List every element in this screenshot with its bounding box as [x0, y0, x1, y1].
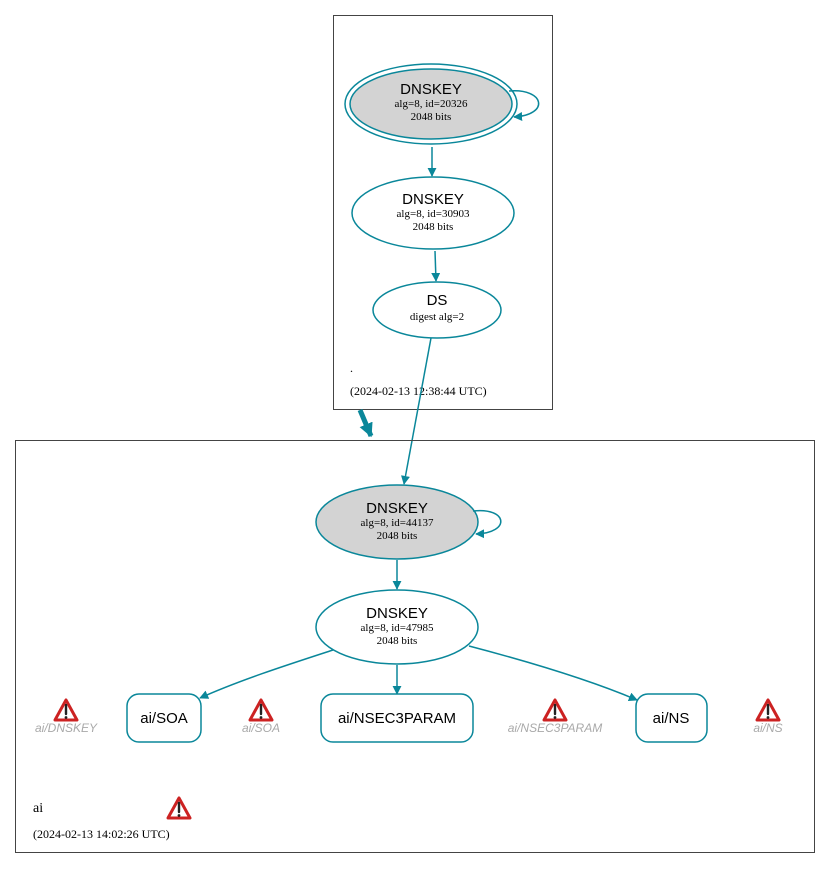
edge-zsk-soa — [199, 649, 334, 699]
missing-soa-label: ai/SOA — [242, 721, 280, 735]
ai-ksk-title: DNSKEY — [366, 500, 428, 517]
root-ksk-node[interactable]: DNSKEY alg=8, id=20326 2048 bits — [344, 63, 518, 145]
ai-ksk-node[interactable]: DNSKEY alg=8, id=44137 2048 bits — [315, 484, 479, 560]
ai-zsk-title: DNSKEY — [366, 605, 428, 622]
root-zsk-bits: 2048 bits — [413, 221, 454, 233]
rrset-nsec3param-label: ai/NSEC3PARAM — [338, 710, 456, 727]
missing-nsec3param-warning[interactable]: ai/NSEC3PARAM — [508, 698, 602, 735]
ai-zsk-bits: 2048 bits — [377, 635, 418, 647]
ai-zone-timestamp: (2024-02-13 14:02:26 UTC) — [33, 827, 170, 841]
ai-zsk-alg: alg=8, id=47985 — [361, 622, 434, 634]
rrset-nsec3param-node[interactable]: ai/NSEC3PARAM — [320, 693, 474, 743]
zone-warning-icon[interactable] — [166, 796, 192, 820]
ds-digest: digest alg=2 — [410, 311, 464, 323]
ai-zone-box — [15, 440, 815, 853]
warning-icon — [248, 698, 274, 722]
ai-ksk-self-edge — [472, 509, 502, 539]
missing-dnskey-warning[interactable]: ai/DNSKEY — [35, 698, 98, 735]
warning-icon — [755, 698, 781, 722]
ai-zsk-node[interactable]: DNSKEY alg=8, id=47985 2048 bits — [315, 589, 479, 665]
root-zone-box — [333, 15, 553, 410]
missing-ns-warning[interactable]: ai/NS — [753, 698, 783, 735]
edge-zsk-ns — [468, 645, 638, 701]
root-ksk-bits: 2048 bits — [411, 111, 452, 123]
ds-title: DS — [427, 292, 448, 309]
root-ksk-self-edge — [508, 90, 540, 122]
missing-soa-warning[interactable]: ai/SOA — [242, 698, 280, 735]
root-zsk-node[interactable]: DNSKEY alg=8, id=30903 2048 bits — [351, 176, 515, 250]
missing-dnskey-label: ai/DNSKEY — [35, 721, 98, 735]
root-ksk-title: DNSKEY — [400, 81, 462, 98]
root-zone-name: . — [350, 361, 353, 375]
warning-icon — [53, 698, 79, 722]
missing-ns-label: ai/NS — [753, 721, 782, 735]
root-zsk-title: DNSKEY — [402, 191, 464, 208]
rrset-ns-node[interactable]: ai/NS — [635, 693, 708, 743]
root-ksk-alg: alg=8, id=20326 — [395, 98, 468, 110]
ai-ksk-alg: alg=8, id=44137 — [361, 517, 434, 529]
delegation-edge — [357, 409, 374, 438]
ai-ksk-bits: 2048 bits — [377, 530, 418, 542]
ai-zone-name: ai — [33, 801, 43, 816]
ds-node[interactable]: DS digest alg=2 — [372, 281, 502, 339]
edge-root-zsk-ds — [431, 250, 441, 282]
root-zone-timestamp: (2024-02-13 12:38:44 UTC) — [350, 384, 487, 398]
rrset-ns-label: ai/NS — [653, 710, 690, 727]
warning-icon — [542, 698, 568, 722]
rrset-soa-node[interactable]: ai/SOA — [126, 693, 202, 743]
root-zsk-alg: alg=8, id=30903 — [397, 208, 470, 220]
missing-nsec3param-label: ai/NSEC3PARAM — [508, 721, 602, 735]
edge-ds-ai-ksk — [401, 337, 432, 485]
rrset-soa-label: ai/SOA — [140, 710, 188, 727]
